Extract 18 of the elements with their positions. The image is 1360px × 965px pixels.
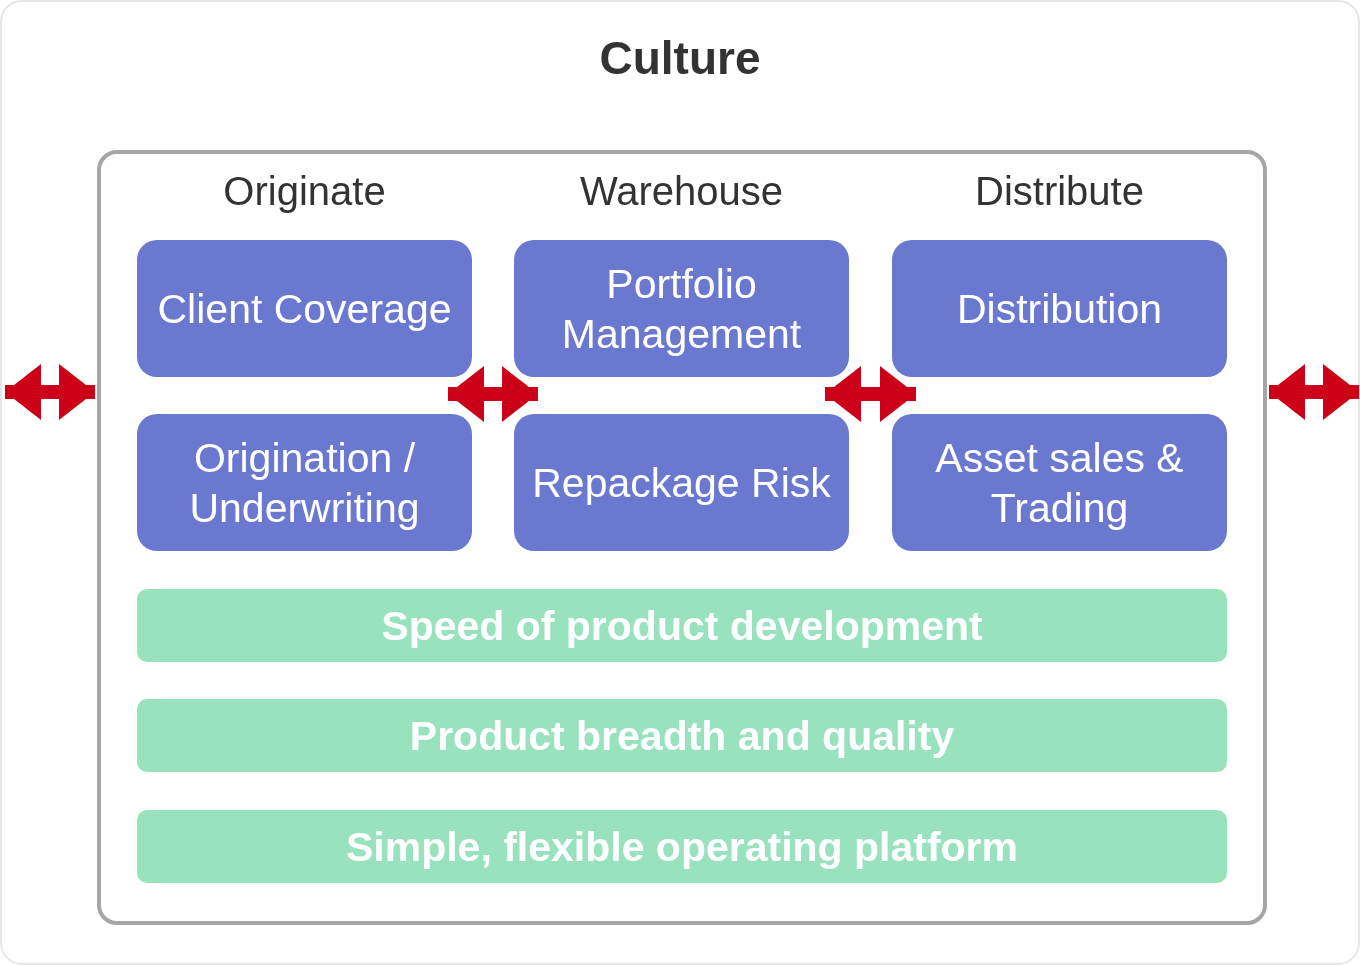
- column-heading: Distribute: [974, 167, 1145, 215]
- column-heading: Originate: [222, 167, 387, 215]
- process-box: Client Coverage: [137, 240, 472, 377]
- capability-bar: Speed of product development: [137, 589, 1227, 662]
- process-box: Origination / Underwriting: [137, 414, 472, 551]
- double-arrow: [5, 364, 95, 420]
- process-box: Distribution: [892, 240, 1227, 377]
- process-box: Repackage Risk: [514, 414, 849, 551]
- capability-bar: Simple, flexible operating platform: [137, 810, 1227, 883]
- capability-bar: Product breadth and quality: [137, 699, 1227, 772]
- diagram-title: Culture: [598, 31, 762, 86]
- double-arrow: [448, 366, 538, 422]
- column-heading: Warehouse: [578, 167, 785, 215]
- double-arrow: [825, 366, 916, 422]
- process-box: Portfolio Management: [514, 240, 849, 377]
- double-arrow: [1269, 364, 1359, 420]
- group-frame: [97, 150, 1267, 925]
- process-box: Asset sales & Trading: [892, 414, 1227, 551]
